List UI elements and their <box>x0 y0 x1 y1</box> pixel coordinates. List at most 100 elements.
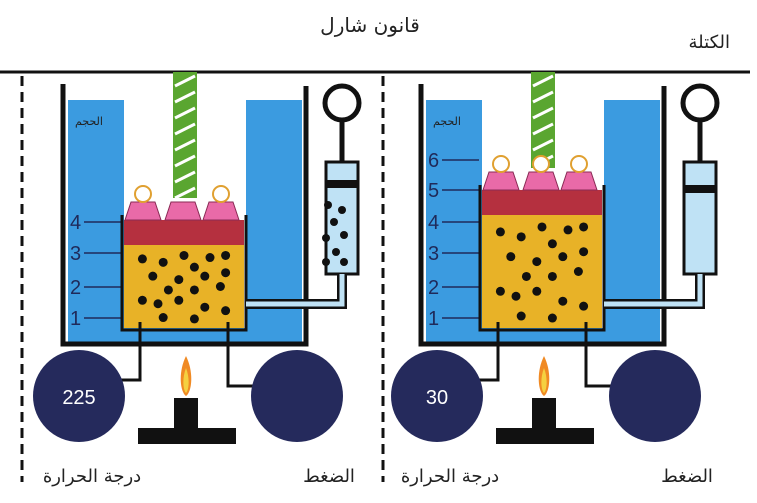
gas-particle <box>511 291 521 301</box>
gas-particle <box>158 313 168 323</box>
gas-particle <box>148 271 158 281</box>
volume-tick-label: 1 <box>70 308 81 330</box>
pressure-tube <box>246 274 345 307</box>
volume-tick-label: 4 <box>428 212 439 234</box>
pressure-tube <box>604 274 703 307</box>
rod-stripe <box>174 138 196 152</box>
volume-label: الحجم <box>433 115 461 128</box>
weight <box>522 171 560 191</box>
piston <box>482 190 602 215</box>
weight <box>202 201 240 221</box>
stirring-rod <box>531 72 555 168</box>
pressure-gauge <box>609 350 701 442</box>
gas-particle <box>563 225 573 235</box>
gas-particle <box>179 250 189 260</box>
gas-particle <box>532 286 542 296</box>
pressure-gauge <box>251 350 343 442</box>
rod-stripe <box>174 122 196 136</box>
stirring-rod <box>173 72 197 198</box>
volume-label: الحجم <box>75 115 103 128</box>
temperature-value: 225 <box>62 387 95 409</box>
syringe-plunger <box>685 185 715 193</box>
burner-neck <box>174 398 198 430</box>
gas-particle <box>153 299 163 309</box>
burner-base <box>138 428 236 444</box>
gas-particle <box>495 286 505 296</box>
weight <box>560 171 598 191</box>
gas-particle <box>200 302 210 312</box>
temperature-gauge <box>391 350 483 442</box>
gas-particle <box>558 296 568 306</box>
gas-particle <box>221 268 231 278</box>
volume-tick-label: 4 <box>70 212 81 234</box>
syringe-particle <box>338 206 346 214</box>
bath-container <box>60 84 309 347</box>
gas-particle <box>137 295 147 305</box>
volume-tick-label: 2 <box>70 277 81 299</box>
piston <box>124 220 244 245</box>
gas-particle <box>174 295 184 305</box>
syringe-particle <box>340 258 348 266</box>
gas-particle <box>537 222 547 232</box>
gas-particle <box>558 252 568 262</box>
gas-particle <box>495 227 505 237</box>
pressure-label: الضغط <box>303 466 355 487</box>
water-left <box>68 100 124 342</box>
pressure-label: الضغط <box>661 466 713 487</box>
gas-particle <box>189 285 199 295</box>
syringe-particle <box>322 234 330 242</box>
temperature-gauge <box>33 350 125 442</box>
gas-particle <box>579 222 589 232</box>
rod-stripe <box>174 106 196 120</box>
mass-label: الكتلة <box>689 32 730 53</box>
gas-particle <box>516 311 526 321</box>
rod-stripe <box>174 90 196 104</box>
gas-particle <box>137 254 147 264</box>
gas-particle <box>516 232 526 242</box>
gas-particle <box>221 306 231 316</box>
rod-stripe <box>532 106 554 120</box>
syringe-ring <box>680 83 720 123</box>
temperature-value: 30 <box>426 387 448 409</box>
weight-hook <box>570 155 588 173</box>
volume-tick-label: 3 <box>70 243 81 265</box>
syringe-particle <box>332 248 340 256</box>
syringe-particle <box>324 201 332 209</box>
volume-tick-label: 1 <box>428 308 439 330</box>
syringe-plunger <box>327 180 357 188</box>
weight-hook <box>212 185 230 203</box>
gas-particle <box>521 271 531 281</box>
burner-flame-core <box>183 368 189 393</box>
gas-particle <box>200 271 210 281</box>
volume-tick-label: 5 <box>428 180 439 202</box>
bath-container <box>418 84 667 347</box>
volume-tick-label: 6 <box>428 150 439 172</box>
gas-particle <box>573 267 583 276</box>
burner-base <box>496 428 594 444</box>
diagram-title: قانون شارل <box>320 13 420 37</box>
syringe-particle <box>322 258 330 266</box>
rod-stripe <box>174 74 196 88</box>
weight <box>482 171 520 191</box>
gas-particle <box>547 239 557 249</box>
burner-neck <box>532 398 556 430</box>
gas-particle <box>163 285 173 295</box>
rod-stripe <box>174 154 196 168</box>
cylinder <box>120 215 248 332</box>
syringe-particle <box>330 218 338 226</box>
weight <box>124 201 162 221</box>
weight <box>164 201 202 221</box>
gas-particle <box>532 257 542 267</box>
rod-stripe <box>532 90 554 104</box>
rod-stripe <box>532 74 554 88</box>
temperature-label: درجة الحرارة <box>401 466 499 487</box>
weight-hook <box>492 155 510 173</box>
volume-tick-label: 2 <box>428 277 439 299</box>
weight-hook <box>532 155 550 173</box>
gas-particle <box>506 252 516 262</box>
weight-hook <box>134 185 152 203</box>
gas-particle <box>158 257 168 267</box>
volume-tick-label: 3 <box>428 243 439 265</box>
